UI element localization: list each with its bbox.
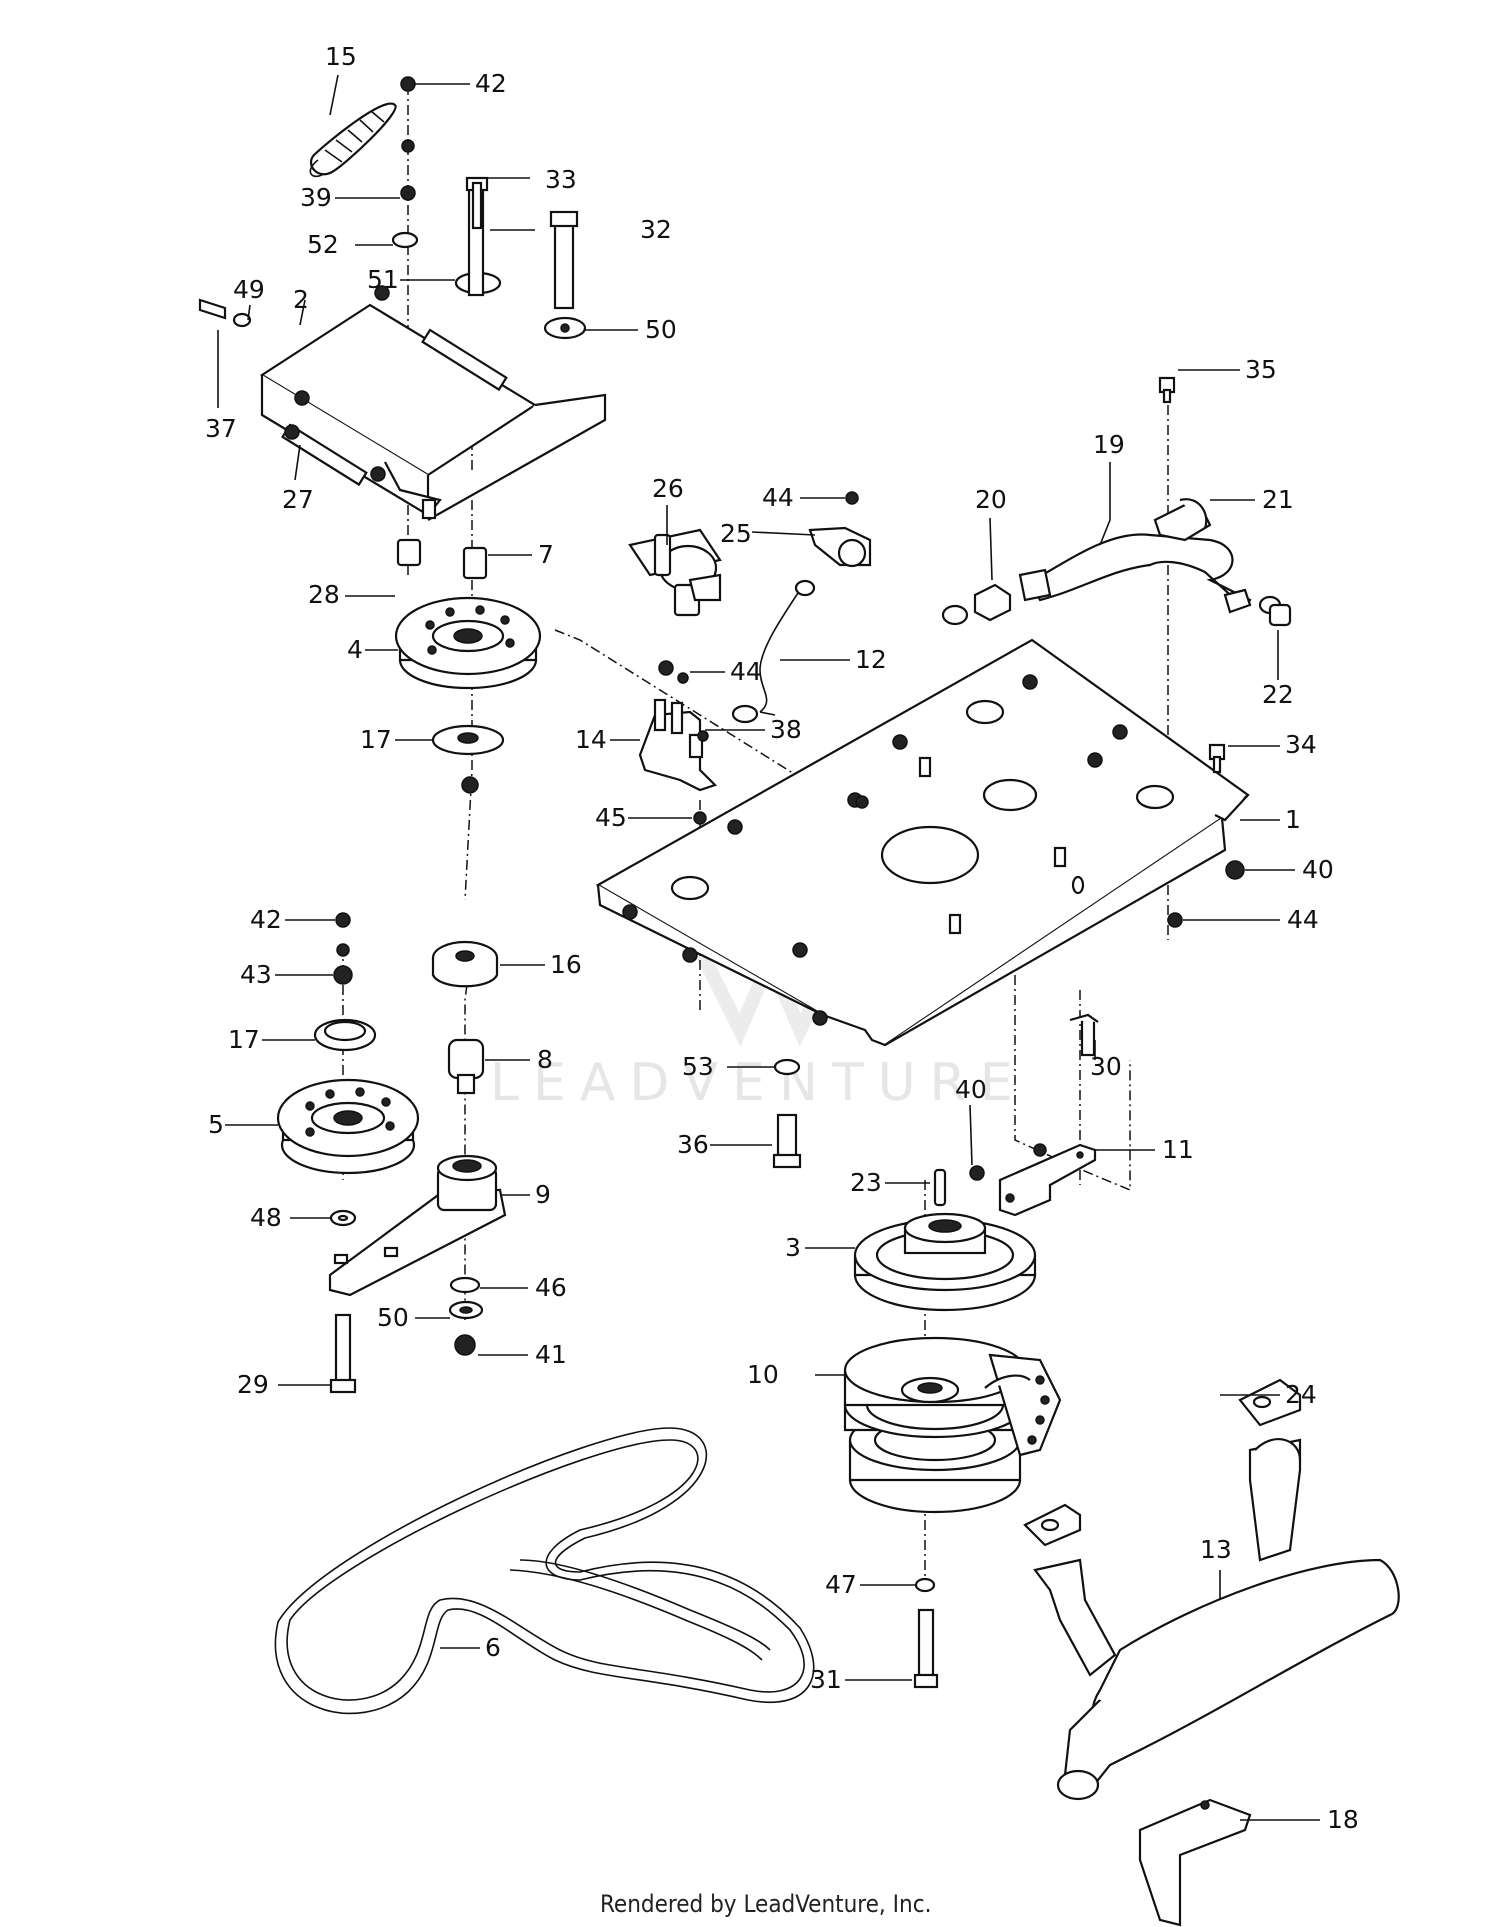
callout-35: 35 [1245, 355, 1277, 384]
callout-4: 4 [347, 635, 363, 664]
callout-30: 30 [1090, 1052, 1122, 1081]
fasteners-top [198, 76, 587, 580]
callout-14: 14 [575, 725, 607, 754]
callout-42: 42 [475, 69, 507, 98]
callout-42-lower: 42 [250, 905, 282, 934]
callout-32: 32 [640, 215, 672, 244]
callout-16: 16 [550, 950, 582, 979]
callout-20: 20 [975, 485, 1007, 514]
idler-bracket [259, 285, 607, 521]
callout-29: 29 [237, 1370, 269, 1399]
bolt-36 [772, 1058, 802, 1169]
callout-11: 11 [1162, 1135, 1194, 1164]
idler-arm-assembly [328, 940, 507, 1394]
callout-41: 41 [535, 1340, 567, 1369]
watermark-text: LEADVENTURE [490, 1053, 1027, 1113]
leader-lines [217, 74, 1320, 1821]
callout-33: 33 [545, 165, 577, 194]
callout-9: 9 [535, 1180, 551, 1209]
callout-28: 28 [308, 580, 340, 609]
callout-51: 51 [367, 265, 399, 294]
callout-40-lower: 40 [955, 1075, 987, 1104]
drive-pulley [853, 1212, 1037, 1312]
hydraulic-tube [941, 376, 1292, 627]
callout-44-mid: 44 [730, 657, 762, 686]
callout-26: 26 [652, 474, 684, 503]
callout-50-lower: 50 [377, 1303, 409, 1332]
callout-24: 24 [1285, 1380, 1317, 1409]
callout-22: 22 [1262, 680, 1294, 709]
footer-credit: Rendered by LeadVenture, Inc. [600, 1890, 931, 1918]
callout-17-lower: 17 [228, 1025, 260, 1054]
callout-27: 27 [282, 485, 314, 514]
spring [309, 102, 397, 178]
callout-23: 23 [850, 1168, 882, 1197]
callout-15: 15 [325, 42, 357, 71]
callout-47: 47 [825, 1570, 857, 1599]
callouts: 15 42 33 39 32 52 51 49 2 50 37 27 7 28 … [205, 42, 1359, 1834]
bracket-assembly [933, 1013, 1099, 1217]
callout-25: 25 [720, 519, 752, 548]
callout-45: 45 [595, 803, 627, 832]
muffler-assembly [1023, 1378, 1400, 1927]
callout-40-right: 40 [1302, 855, 1334, 884]
drive-belt [274, 1427, 815, 1715]
callout-5: 5 [208, 1110, 224, 1139]
callout-21: 21 [1262, 485, 1294, 514]
callout-50: 50 [645, 315, 677, 344]
callout-39: 39 [300, 183, 332, 212]
callout-18: 18 [1327, 1805, 1359, 1834]
callout-31: 31 [810, 1665, 842, 1694]
callout-17-upper: 17 [360, 725, 392, 754]
callout-44-top: 44 [762, 483, 794, 512]
callout-43: 43 [240, 960, 272, 989]
callout-2: 2 [293, 285, 309, 314]
callout-19: 19 [1093, 430, 1125, 459]
callout-46: 46 [535, 1273, 567, 1302]
fasteners-right [1167, 743, 1245, 928]
callout-44-right: 44 [1287, 905, 1319, 934]
callout-34: 34 [1285, 730, 1317, 759]
idler-washer-upper [431, 724, 505, 794]
callout-1: 1 [1285, 805, 1301, 834]
callout-12: 12 [855, 645, 887, 674]
callout-7: 7 [538, 540, 554, 569]
electric-clutch [843, 1336, 1062, 1514]
callout-53: 53 [682, 1052, 714, 1081]
callout-8: 8 [537, 1045, 553, 1074]
electrical-parts [628, 491, 872, 825]
callout-6: 6 [485, 1633, 501, 1662]
callout-36: 36 [677, 1130, 709, 1159]
callout-37: 37 [205, 414, 237, 443]
idler-pulley-upper [394, 596, 542, 690]
deck-plate [595, 638, 1250, 1047]
callout-13: 13 [1200, 1535, 1232, 1564]
callout-3: 3 [785, 1233, 801, 1262]
idler-stack-lower [276, 912, 420, 1227]
callout-38: 38 [770, 715, 802, 744]
callout-10: 10 [747, 1360, 779, 1389]
clutch-bolt [913, 1577, 939, 1689]
callout-52: 52 [307, 230, 339, 259]
callout-48: 48 [250, 1203, 282, 1232]
callout-49: 49 [233, 275, 265, 304]
